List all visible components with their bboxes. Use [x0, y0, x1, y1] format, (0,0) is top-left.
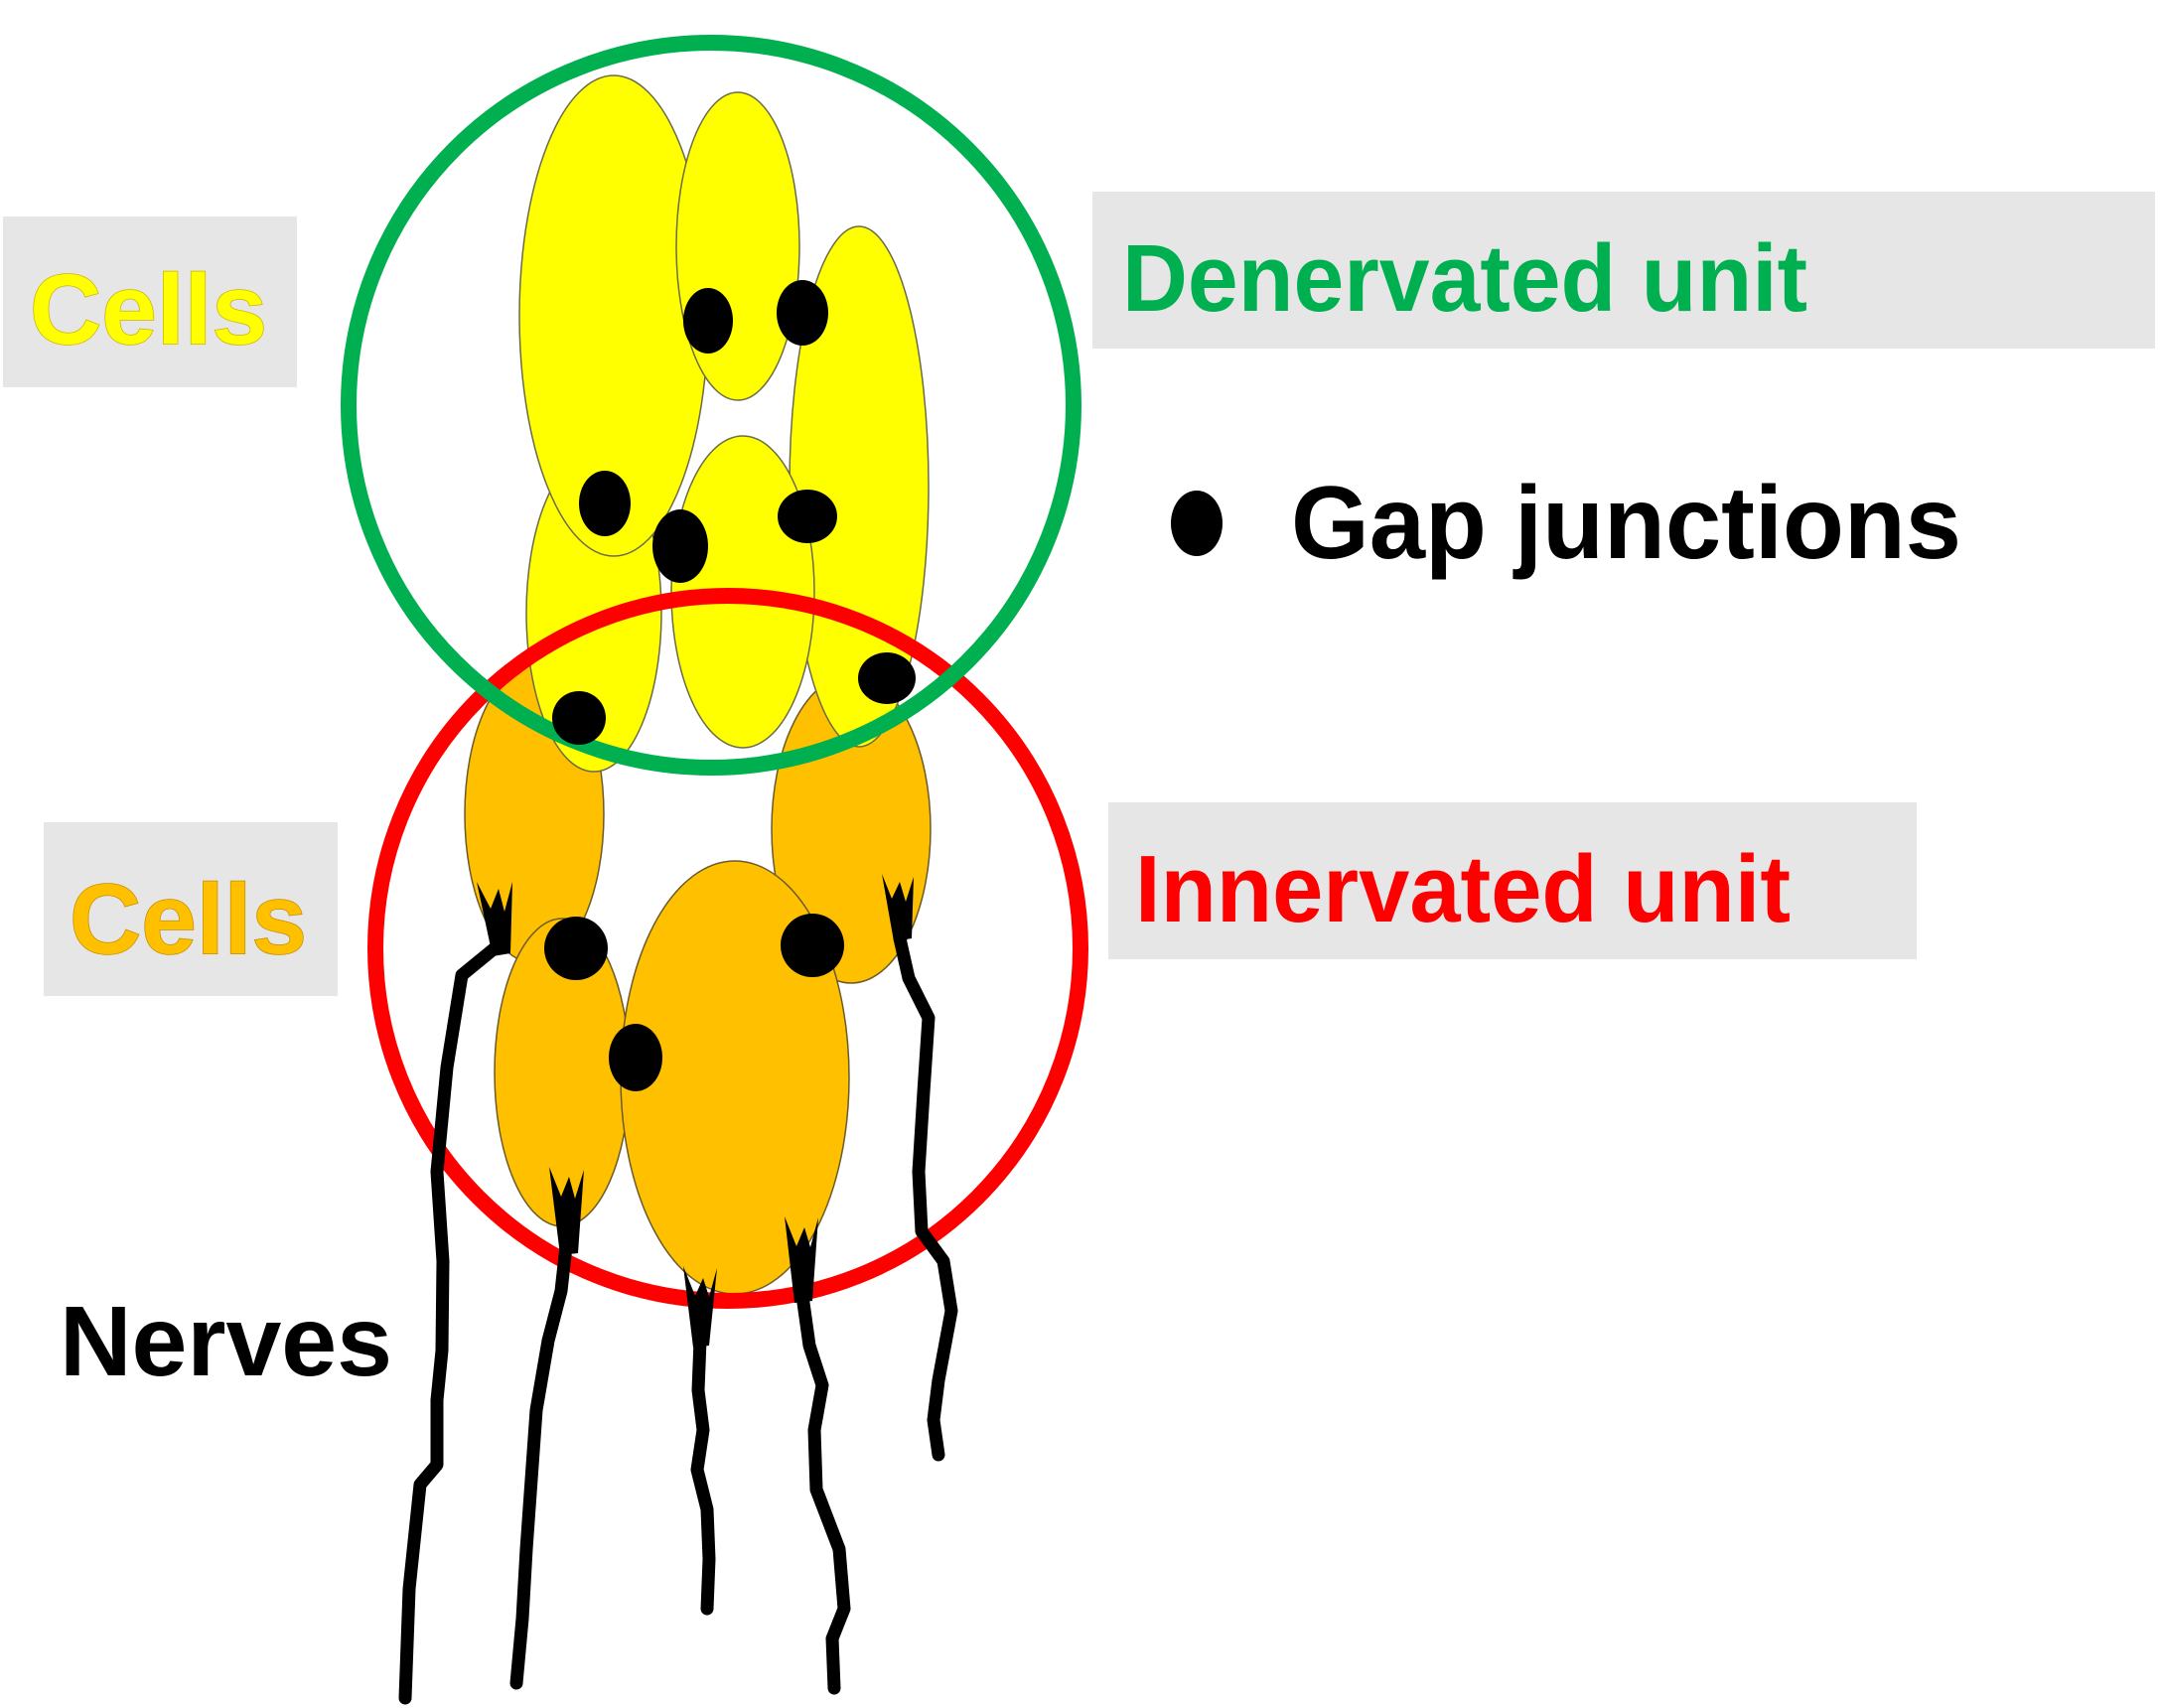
nerve-terminal [882, 874, 914, 941]
gap-junction-dot [552, 691, 606, 745]
denervated-unit-circle [341, 35, 1081, 776]
cells-top-label: Cells [30, 254, 267, 365]
nerve-terminal [477, 882, 512, 956]
nerve-fiber [795, 1289, 851, 1695]
legend-gap-junction-dot [1171, 491, 1223, 556]
gap-junction-dot [858, 652, 916, 704]
nerve-terminal [785, 1216, 818, 1303]
nerve-fiber [509, 1239, 573, 1690]
nerve-fiber [893, 931, 958, 1462]
innervated-label-box [1108, 802, 1917, 959]
cells-bottom-label-box [44, 822, 338, 996]
gap-junction-dot [579, 471, 631, 536]
denervated-unit-label: Denervated unit [1122, 225, 1807, 332]
gap-junction-dot [544, 917, 608, 980]
nerve-terminal [683, 1266, 717, 1348]
nerves [398, 931, 958, 1705]
innervated-unit-circle [367, 588, 1088, 1309]
denervated-label-box [1092, 192, 2155, 349]
nerve-terminal [549, 1167, 584, 1255]
innervated-unit-label: Innervated unit [1135, 836, 1791, 942]
nerve-fiber [398, 941, 502, 1705]
gap-junction-dot [781, 914, 844, 977]
nerves-label: Nerves [60, 1286, 392, 1397]
gap-junction-dot [609, 1024, 662, 1091]
gap-junctions [544, 280, 916, 1091]
gap-junctions-label: Gap junctions [1291, 466, 1961, 581]
cells-bottom-label: Cells [70, 864, 307, 975]
nerve-terminals [477, 874, 914, 1348]
cells-top-label-box [3, 216, 297, 387]
gap-junction-dot [652, 509, 708, 583]
gap-junction-dot [778, 490, 837, 543]
gap-junction-dot [777, 280, 828, 346]
nerve-fiber [690, 1334, 716, 1616]
yellow-cell-top-center [675, 91, 800, 401]
gap-junction-dot [683, 288, 733, 354]
